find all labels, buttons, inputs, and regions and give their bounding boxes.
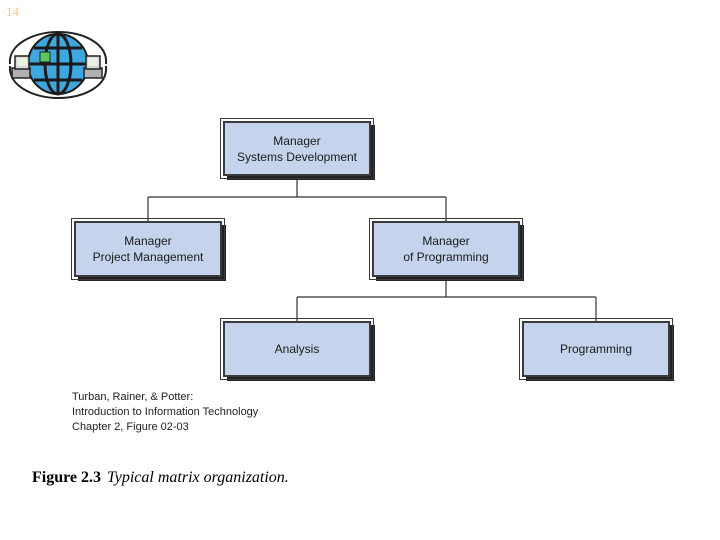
manager-of-programming-box: Manager of Programming [369,218,523,280]
citation-chapter: Chapter 2, Figure 02-03 [72,421,189,433]
programming-box: Programming [519,318,673,380]
box-title: Manager [422,234,470,248]
figure-caption: Figure 2.3 Typical matrix organization. [32,469,289,487]
globe-network-icon [8,30,108,100]
box-subtitle: of Programming [403,250,489,264]
manager-project-management-box: Manager Project Management [71,218,225,280]
box-subtitle: Project Management [92,250,204,264]
box-subtitle: Systems Development [236,149,358,164]
figure-label: Figure 2.3 [32,469,102,486]
figure-text: Typical matrix organization. [107,469,289,486]
source-citation: Turban, Rainer, & Potter: Introduction t… [72,390,258,435]
box-title: Manager [273,133,321,148]
citation-book: Introduction to Information Technology [72,406,259,418]
manager-systems-development-box: Manager Systems Development [220,118,374,179]
box-title: Analysis [274,342,320,356]
analysis-box: Analysis [220,318,374,380]
slide-number: 14 [6,4,19,19]
citation-authors: Turban, Rainer, & Potter: [72,391,194,403]
box-title: Programming [559,342,633,356]
box-title: Manager [124,234,172,248]
